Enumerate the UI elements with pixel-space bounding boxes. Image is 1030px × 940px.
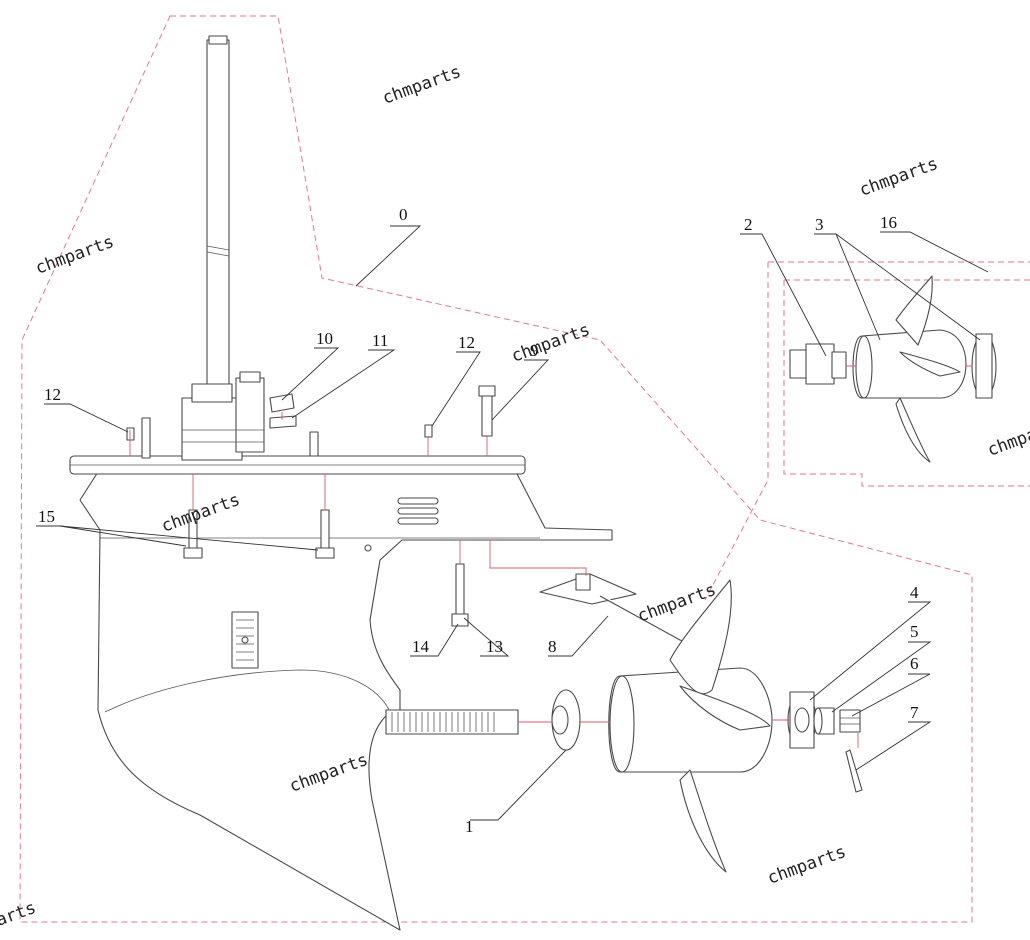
part-13-14-bolt — [451, 563, 469, 627]
propeller-kit-group-boundary — [704, 261, 1030, 601]
callout-12-right: 12 — [458, 333, 475, 352]
assembly-axis-lines — [129, 365, 972, 748]
part-11-block — [269, 415, 297, 429]
callout-2: 2 — [744, 215, 753, 234]
part-12-dowel-left — [126, 427, 135, 441]
callout-10: 10 — [316, 329, 333, 348]
part-10-block — [269, 393, 295, 413]
callout-1: 1 — [465, 817, 474, 836]
watermark: chmparts — [985, 414, 1030, 461]
watermark: chmparts — [509, 320, 593, 367]
callout-12-left: 12 — [44, 385, 61, 404]
part-4-spacer — [787, 691, 817, 749]
water-intake-grille — [231, 611, 259, 669]
part-5-washer — [813, 707, 835, 735]
leader-lines — [36, 225, 989, 821]
gearcase-vent-slots — [397, 497, 439, 525]
watermark: chmparts — [857, 154, 941, 201]
kit-propeller-3 — [852, 275, 967, 463]
callout-8: 8 — [548, 637, 557, 656]
watermark: chmparts — [0, 898, 39, 940]
part-9-bolt — [478, 385, 496, 437]
callout-6: 6 — [910, 654, 919, 673]
callout-15: 15 — [38, 507, 55, 526]
part-7-cotter-pin — [845, 749, 863, 793]
callout-16: 16 — [880, 213, 897, 232]
part-12-dowel-right — [424, 424, 433, 438]
callout-13: 13 — [486, 637, 503, 656]
watermark: chmparts — [380, 62, 464, 109]
callout-14: 14 — [412, 637, 430, 656]
callout-9: 9 — [530, 341, 539, 360]
driveshaft — [206, 35, 230, 401]
callout-3: 3 — [815, 215, 824, 234]
part-8-trim-tab — [539, 573, 701, 647]
thrust-washer — [551, 689, 581, 751]
kit-bushing-2 — [789, 343, 847, 385]
callout-11: 11 — [372, 331, 388, 350]
water-pump-housing — [141, 371, 319, 461]
part-6-nut — [839, 709, 861, 733]
callout-7: 7 — [910, 703, 919, 722]
watermark: chmparts — [765, 842, 849, 889]
kit-spacer-16 — [971, 333, 997, 399]
callout-4: 4 — [910, 583, 919, 602]
gearcase-housing — [69, 455, 613, 931]
watermark: chmparts — [33, 232, 117, 279]
main-propeller — [608, 579, 773, 873]
callout-5: 5 — [910, 622, 919, 641]
callout-0: 0 — [399, 205, 408, 224]
propeller-shaft — [385, 709, 519, 735]
lower-unit-group-boundary — [19, 15, 973, 923]
